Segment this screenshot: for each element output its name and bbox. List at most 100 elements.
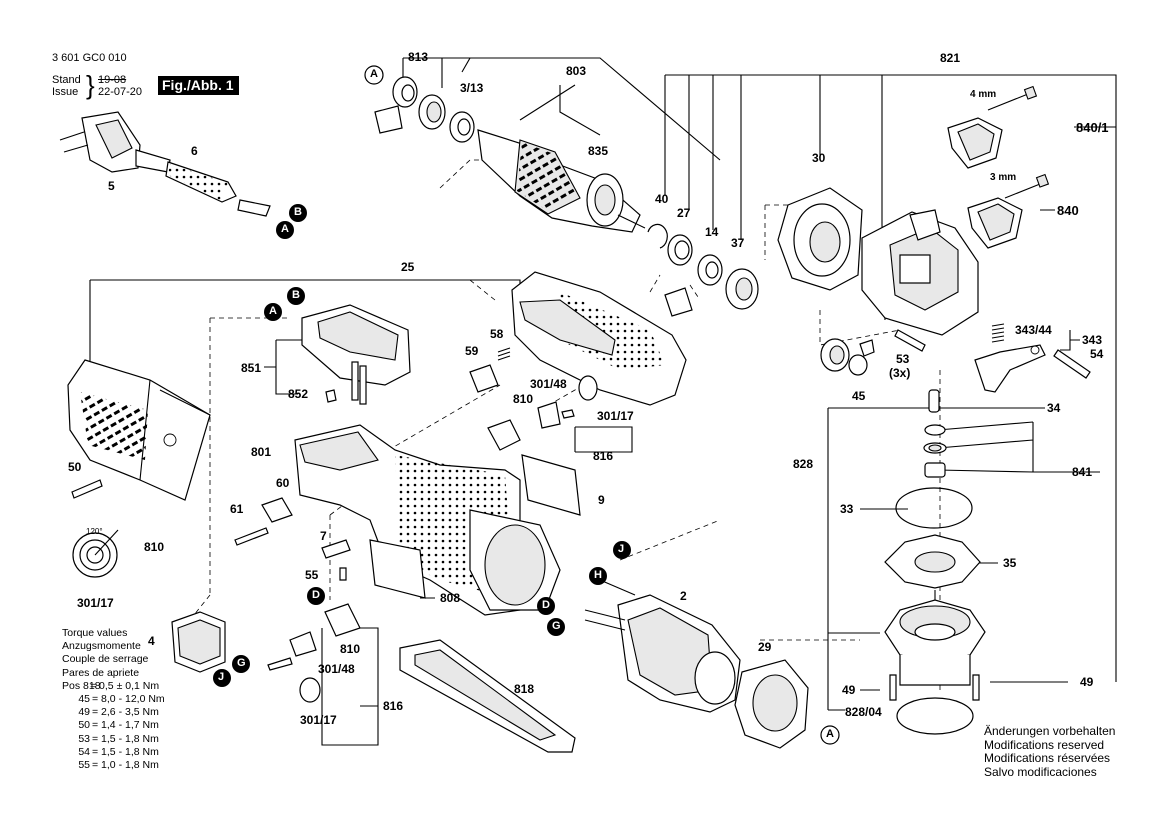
connector-j-left: J bbox=[218, 671, 225, 683]
lower-brush-parts bbox=[267, 603, 361, 703]
connector-a-left: A bbox=[370, 68, 378, 80]
label-plates bbox=[369, 454, 581, 599]
torque-value: = 8,0 - 12,0 Nm bbox=[92, 693, 165, 706]
modification-notes: Änderungen vorbehalten Modifications res… bbox=[984, 724, 1115, 779]
torque-row: 49= 2,6 - 3,5 Nm bbox=[62, 706, 165, 719]
torque-heading-en: Torque values bbox=[62, 627, 128, 639]
stand-label: Stand bbox=[52, 74, 81, 86]
connector-b-mid: B bbox=[292, 289, 300, 301]
document-number: 3 601 GC0 010 bbox=[52, 52, 127, 64]
spring-coil-810 bbox=[72, 529, 119, 578]
note-fr: Modifications réservées bbox=[984, 751, 1111, 765]
cable-strain-relief bbox=[165, 161, 271, 217]
drive-pinion bbox=[820, 338, 875, 376]
label-59: 59 bbox=[465, 344, 479, 358]
label-816-b: 816 bbox=[383, 699, 404, 713]
label-33: 33 bbox=[840, 502, 854, 516]
connector-a-bottom: A bbox=[826, 728, 834, 740]
torque-heading-es: Pares de apriete bbox=[62, 666, 140, 679]
label-852: 852 bbox=[288, 387, 309, 401]
label-45: 45 bbox=[852, 389, 866, 403]
label-55: 55 bbox=[305, 568, 319, 582]
torque-value: = 1,4 - 1,7 Nm bbox=[92, 719, 159, 732]
switch-851 bbox=[301, 304, 411, 405]
label-27: 27 bbox=[677, 206, 691, 220]
label-58: 58 bbox=[490, 327, 504, 341]
small-fasteners bbox=[71, 479, 351, 581]
connector-d-mid: D bbox=[542, 599, 550, 611]
label-120-deg: 120° bbox=[86, 527, 103, 536]
bearing-flange-30 bbox=[777, 187, 863, 291]
label-840: 840 bbox=[1057, 203, 1079, 218]
armature-803 bbox=[477, 129, 646, 233]
torque-row: 45= 8,0 - 12,0 Nm bbox=[62, 693, 165, 706]
label-35: 35 bbox=[1003, 556, 1017, 570]
torque-table: Torque values Anzugsmomente Couple de se… bbox=[62, 627, 165, 772]
label-810-c: 810 bbox=[340, 642, 361, 656]
gear-stack-828 bbox=[884, 389, 986, 735]
label-813: 813 bbox=[408, 50, 429, 64]
label-810-b: 810 bbox=[144, 540, 165, 554]
torque-row: Pos 818= 0,5 ± 0,1 Nm bbox=[62, 680, 165, 693]
label-821: 821 bbox=[940, 51, 961, 65]
housing-top-shell bbox=[511, 271, 687, 406]
note-es: Salvo modificaciones bbox=[984, 764, 1097, 779]
label-53: 53 bbox=[896, 352, 910, 366]
label-343-44: 343/44 bbox=[1015, 323, 1052, 337]
label-818: 818 bbox=[514, 682, 535, 696]
torque-row: 50= 1,4 - 1,7 Nm bbox=[62, 719, 165, 732]
label-9: 9 bbox=[598, 493, 605, 507]
torque-pos: 49 bbox=[78, 706, 90, 719]
label-301-17-b: 301/17 bbox=[77, 596, 114, 610]
label-3-13: 3/13 bbox=[460, 81, 484, 95]
connector-d-left: D bbox=[312, 589, 320, 601]
connector-markers bbox=[213, 65, 840, 745]
label-49-a: 49 bbox=[842, 683, 856, 697]
torque-heading-fr: Couple de serrage bbox=[62, 653, 149, 666]
label-801: 801 bbox=[251, 445, 272, 459]
torque-pos: 50 bbox=[78, 719, 90, 732]
note-en: Modifications reserved bbox=[984, 737, 1105, 752]
leader-lines bbox=[89, 57, 1117, 746]
label-50: 50 bbox=[68, 460, 82, 474]
label-810-a: 810 bbox=[513, 392, 534, 406]
label-29: 29 bbox=[758, 640, 772, 654]
label-301-48-a: 301/48 bbox=[530, 377, 567, 391]
guard-25 bbox=[67, 359, 211, 501]
label-343: 343 bbox=[1082, 333, 1103, 347]
label-301-17-a: 301/17 bbox=[597, 409, 634, 423]
connector-a-top: A bbox=[281, 223, 289, 235]
label-61: 61 bbox=[230, 502, 244, 516]
label-841: 841 bbox=[1072, 465, 1093, 479]
stand-value: 19-08 bbox=[98, 74, 127, 86]
label-34: 34 bbox=[1047, 401, 1061, 415]
torque-value: = 1,5 - 1,8 Nm bbox=[92, 745, 159, 758]
torque-row: 53= 1,5 - 1,8 Nm bbox=[62, 733, 165, 746]
issue-label: Issue bbox=[52, 86, 79, 98]
label-828: 828 bbox=[793, 457, 814, 471]
torque-value: = 1,0 - 1,8 Nm bbox=[92, 759, 159, 772]
capacitor-4 bbox=[171, 611, 226, 673]
label-4mm: 4 mm bbox=[970, 89, 997, 100]
label-803: 803 bbox=[566, 64, 587, 78]
label-840-1: 840/1 bbox=[1076, 120, 1109, 135]
figure-label: Fig./Abb. 1 bbox=[158, 76, 239, 95]
label-301-48-b: 301/48 bbox=[318, 662, 355, 676]
connector-j-mid: J bbox=[618, 543, 625, 555]
label-3x: (3x) bbox=[889, 366, 911, 380]
bearing-set-813 bbox=[374, 76, 475, 143]
cover-818 bbox=[399, 639, 576, 753]
torque-pos: Pos 818 bbox=[62, 679, 101, 692]
label-54: 54 bbox=[1090, 347, 1104, 361]
torque-row: 54= 1,5 - 1,8 Nm bbox=[62, 746, 165, 759]
gear-head-821 bbox=[861, 209, 979, 336]
connector-h: H bbox=[594, 569, 602, 581]
torque-value: = 2,6 - 3,5 Nm bbox=[92, 706, 159, 719]
torque-pos: 55 bbox=[78, 759, 90, 772]
end-shield-29 bbox=[734, 659, 809, 749]
connector-g-left: G bbox=[237, 657, 246, 669]
brace-glyph: } bbox=[86, 70, 95, 100]
label-49-b: 49 bbox=[1080, 675, 1094, 689]
label-301-17-c: 301/17 bbox=[300, 713, 337, 727]
